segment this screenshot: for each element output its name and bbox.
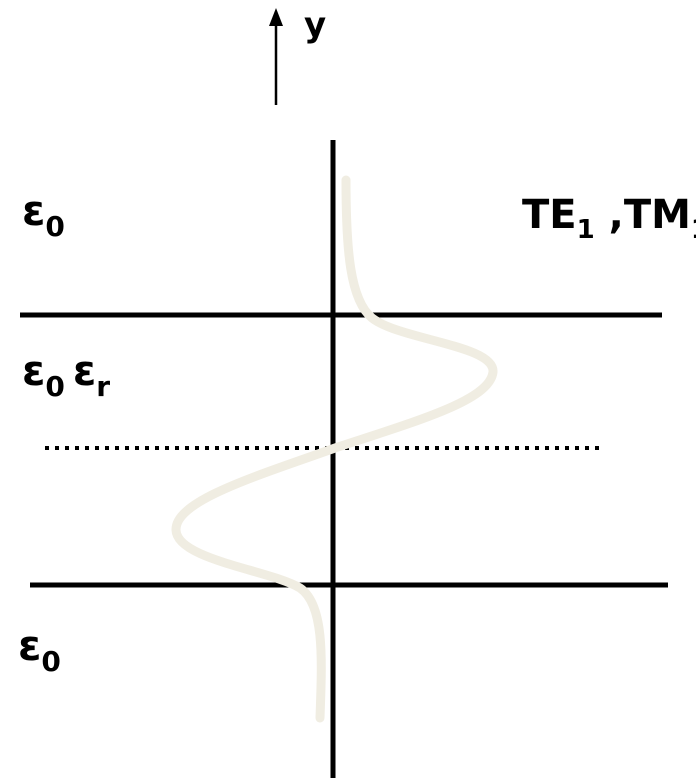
top-eps-sub: 0	[45, 210, 64, 243]
bottom-region-permittivity: ε0	[18, 621, 61, 678]
middle-eps0-symbol: ε	[22, 346, 45, 395]
middle-epsr-sub: r	[96, 370, 110, 403]
middle-epsr-symbol: ε	[73, 346, 96, 395]
mode-label-te: TE	[522, 192, 577, 238]
mode-label-te-sub: 1	[577, 215, 595, 245]
mode-label-tm: ,TM	[595, 192, 691, 238]
top-eps-symbol: ε	[22, 186, 45, 235]
middle-eps0-sub: 0	[45, 370, 64, 403]
top-region-permittivity: ε0	[22, 186, 65, 243]
mode-profile-curve	[171, 175, 498, 723]
bottom-eps-symbol: ε	[18, 621, 41, 670]
y-axis-arrowhead	[269, 8, 283, 26]
mode-label: TE1 ,TM1	[522, 192, 696, 245]
mode-label-tm-sub: 1	[691, 215, 696, 245]
y-axis-label: y	[304, 5, 326, 45]
bottom-eps-sub: 0	[41, 645, 60, 678]
